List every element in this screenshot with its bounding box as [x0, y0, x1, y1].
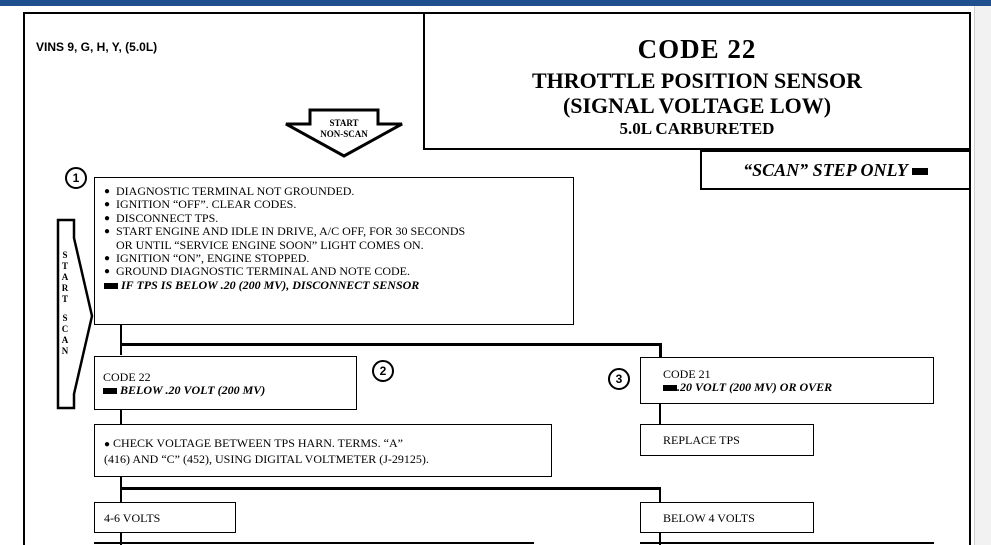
connector-line — [120, 410, 122, 424]
code-title: CODE 22 — [637, 34, 757, 64]
scan-bar-icon — [103, 388, 117, 395]
connector-line — [120, 325, 122, 355]
list-item: OR UNTIL “SERVICE ENGINE SOON” LIGHT COM… — [116, 237, 424, 252]
start-scan-arrow-icon — [56, 218, 94, 410]
connector-line — [120, 533, 122, 545]
start-nonscan-label: START NON-SCAN — [302, 118, 386, 140]
connector-line — [659, 343, 662, 357]
list-item: DISCONNECT TPS. — [104, 211, 573, 226]
list-item: GROUND DIAGNOSTIC TERMINAL AND NOTE CODE… — [104, 265, 573, 280]
scan-step-only-label: “SCAN” STEP ONLY — [700, 150, 971, 190]
step-2-code: CODE 22 — [103, 370, 151, 384]
vins-label: VINS 9, G, H, Y, (5.0L) — [36, 40, 158, 54]
step-1-box: DIAGNOSTIC TERMINAL NOT GROUNDED. IGNITI… — [94, 177, 574, 325]
result-right-box: BELOW 4 VOLTS — [640, 502, 814, 533]
connector-line — [120, 343, 661, 346]
scan-bar-icon — [911, 168, 928, 176]
check-voltage-box: ● CHECK VOLTAGE BETWEEN TPS HARN. TERMS.… — [94, 424, 552, 477]
title-line-3: 5.0L CARBURETED — [619, 119, 775, 138]
step-1-list: DIAGNOSTIC TERMINAL NOT GROUNDED. IGNITI… — [104, 184, 573, 292]
connector-line — [659, 404, 661, 424]
list-item: IGNITION “OFF”. CLEAR CODES. — [104, 197, 573, 212]
list-item: START ENGINE AND IDLE IN DRIVE, A/C OFF,… — [104, 224, 573, 239]
nonscan-label: NON-SCAN — [320, 129, 368, 139]
scan-note: IF TPS IS BELOW .20 (200 MV), DISCONNECT… — [104, 278, 573, 292]
start-label: START — [329, 118, 359, 128]
connector-line — [659, 487, 661, 502]
replace-tps-box: REPLACE TPS — [640, 424, 814, 456]
connector-line — [94, 542, 534, 544]
connector-line — [659, 533, 661, 545]
title-line-2: (SIGNAL VOLTAGE LOW) — [562, 93, 832, 118]
step-3-box: CODE 21 .20 VOLT (200 MV) OR OVER — [640, 357, 934, 404]
title-line-1: THROTTLE POSITION SENSOR — [531, 68, 863, 93]
scan-bar-icon — [663, 385, 677, 392]
step-2-desc: BELOW .20 VOLT (200 MV) — [103, 384, 356, 397]
result-left-box: 4-6 VOLTS — [94, 502, 236, 533]
step-number-3: 3 — [608, 368, 630, 390]
step-2-box: CODE 22 BELOW .20 VOLT (200 MV) — [94, 356, 357, 410]
start-scan-label: S T A R T S C A N — [61, 250, 69, 356]
scan-only-text: “SCAN” STEP ONLY — [743, 160, 908, 180]
window-top-bar — [0, 0, 991, 6]
step-3-code: CODE 21 — [663, 367, 711, 381]
scrollbar[interactable] — [974, 6, 991, 545]
connector-line — [640, 542, 934, 544]
connector-line — [120, 487, 661, 490]
list-item: DIAGNOSTIC TERMINAL NOT GROUNDED. — [104, 184, 573, 199]
list-item: IGNITION “ON”, ENGINE STOPPED. — [104, 251, 573, 266]
step-number-1: 1 — [65, 167, 87, 189]
step-number-2: 2 — [372, 360, 394, 382]
step-3-desc: .20 VOLT (200 MV) OR OVER — [663, 381, 933, 394]
check-voltage-line-1: ● CHECK VOLTAGE BETWEEN TPS HARN. TERMS.… — [104, 436, 403, 450]
check-voltage-line-2: (416) AND “C” (452), USING DIGITAL VOLTM… — [104, 452, 429, 466]
scan-bar-icon — [104, 283, 118, 290]
start-nonscan-arrow-icon — [285, 108, 403, 158]
title-box: CODE 22 THROTTLE POSITION SENSOR (SIGNAL… — [423, 12, 971, 150]
